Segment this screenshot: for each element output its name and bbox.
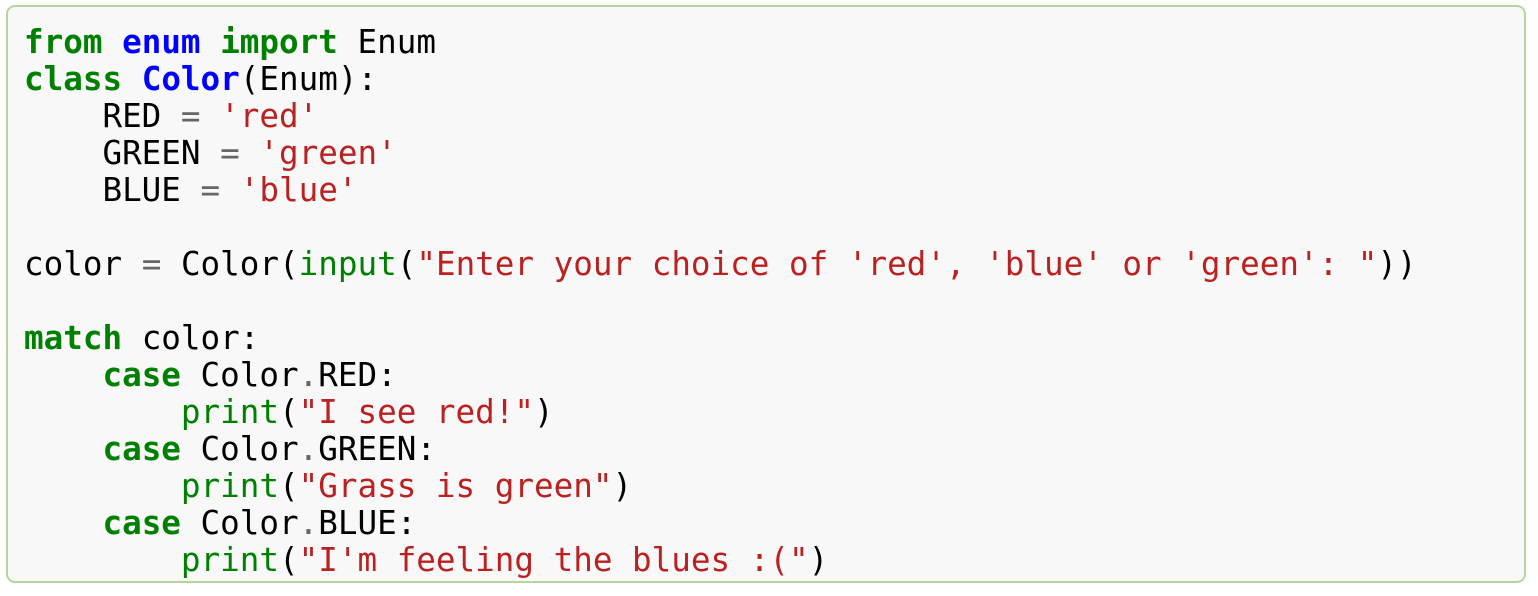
code-token bbox=[24, 430, 102, 468]
code-token bbox=[24, 467, 181, 505]
code-token: "Enter your choice of 'red', 'blue' or '… bbox=[416, 245, 1378, 283]
code-token: class bbox=[24, 60, 123, 98]
code-token: input bbox=[298, 245, 397, 283]
code-token: Color bbox=[180, 356, 299, 394]
code-token: . bbox=[298, 504, 319, 542]
code-token: print bbox=[180, 541, 279, 579]
code-token: GREEN bbox=[24, 134, 221, 172]
code-token: BLUE bbox=[24, 171, 201, 209]
code-line: class Color(Enum): bbox=[24, 61, 1524, 98]
code-token: import bbox=[220, 23, 338, 61]
code-token: match bbox=[24, 319, 123, 357]
code-token: : bbox=[396, 504, 417, 542]
code-token: )) bbox=[1377, 245, 1417, 283]
code-token: GREEN bbox=[318, 430, 417, 468]
code-token: = bbox=[180, 97, 201, 135]
code-line: color = Color(input("Enter your choice o… bbox=[24, 246, 1524, 283]
code-token: ) bbox=[534, 393, 554, 431]
code-line: case Color.BLUE: bbox=[24, 505, 1524, 542]
code-token bbox=[24, 356, 102, 394]
code-token: 'red' bbox=[220, 97, 319, 135]
code-line: match color: bbox=[24, 320, 1524, 357]
code-token: = bbox=[141, 245, 162, 283]
code-line: case Color.GREEN: bbox=[24, 431, 1524, 468]
code-token: Color bbox=[180, 245, 280, 283]
code-line: print("I'm feeling the blues :(") bbox=[24, 542, 1524, 579]
code-token: "I see red!" bbox=[298, 393, 534, 431]
code-token bbox=[220, 171, 240, 209]
code-token: 'blue' bbox=[239, 171, 358, 209]
code-token bbox=[201, 97, 221, 135]
code-line: case Color.RED: bbox=[24, 357, 1524, 394]
code-token: : bbox=[377, 356, 397, 394]
code-token: . bbox=[298, 430, 319, 468]
code-token: from bbox=[24, 23, 103, 61]
code-line: RED = 'red' bbox=[24, 98, 1524, 135]
code-token: case bbox=[102, 356, 181, 394]
code-token: ( bbox=[279, 541, 299, 579]
code-token: BLUE bbox=[318, 504, 397, 542]
code-token: case bbox=[102, 430, 181, 468]
code-token: ( bbox=[396, 245, 417, 283]
code-line: GREEN = 'green' bbox=[24, 135, 1524, 172]
code-token: Color bbox=[180, 504, 299, 542]
code-token: ( bbox=[279, 393, 299, 431]
code-line: from enum import Enum bbox=[24, 24, 1524, 61]
code-token: case bbox=[102, 504, 181, 542]
code-line bbox=[24, 283, 1524, 320]
code-token: color bbox=[122, 319, 240, 357]
code-token: Color bbox=[180, 430, 299, 468]
code-token bbox=[122, 60, 142, 98]
code-token: color bbox=[24, 245, 142, 283]
code-token: : bbox=[416, 430, 436, 468]
code-line bbox=[24, 209, 1524, 246]
code-token: RED bbox=[318, 356, 378, 394]
code-token bbox=[24, 504, 102, 542]
code-token: 'green' bbox=[259, 134, 397, 172]
code-token: = bbox=[220, 134, 240, 172]
code-token: enum bbox=[122, 23, 201, 61]
code-token bbox=[24, 541, 181, 579]
code-token: ( bbox=[279, 467, 299, 505]
code-token: . bbox=[298, 356, 319, 394]
code-token: ) bbox=[612, 467, 633, 505]
code-token bbox=[240, 134, 260, 172]
code-line: BLUE = 'blue' bbox=[24, 172, 1524, 209]
code-token bbox=[24, 393, 181, 431]
code-token: ) bbox=[808, 541, 829, 579]
code-line: print("Grass is green") bbox=[24, 468, 1524, 505]
code-token: print bbox=[180, 467, 279, 505]
code-token: "I'm feeling the blues :(" bbox=[298, 541, 809, 579]
code-token: = bbox=[200, 171, 221, 209]
code-token: ): bbox=[337, 60, 378, 98]
code-token: Color bbox=[141, 60, 240, 98]
code-token: print bbox=[180, 393, 279, 431]
code-token bbox=[161, 245, 181, 283]
code-token: : bbox=[239, 319, 260, 357]
code-token: "Grass is green" bbox=[298, 467, 613, 505]
code-token: Enum bbox=[259, 60, 338, 98]
code-token: ( bbox=[279, 245, 299, 283]
code-token: RED bbox=[24, 97, 181, 135]
code-token bbox=[338, 23, 358, 61]
code-token: ( bbox=[239, 60, 260, 98]
code-token bbox=[201, 23, 221, 61]
code-token bbox=[102, 23, 122, 61]
code-token: Enum bbox=[357, 23, 436, 61]
code-line: print("I see red!") bbox=[24, 394, 1524, 431]
